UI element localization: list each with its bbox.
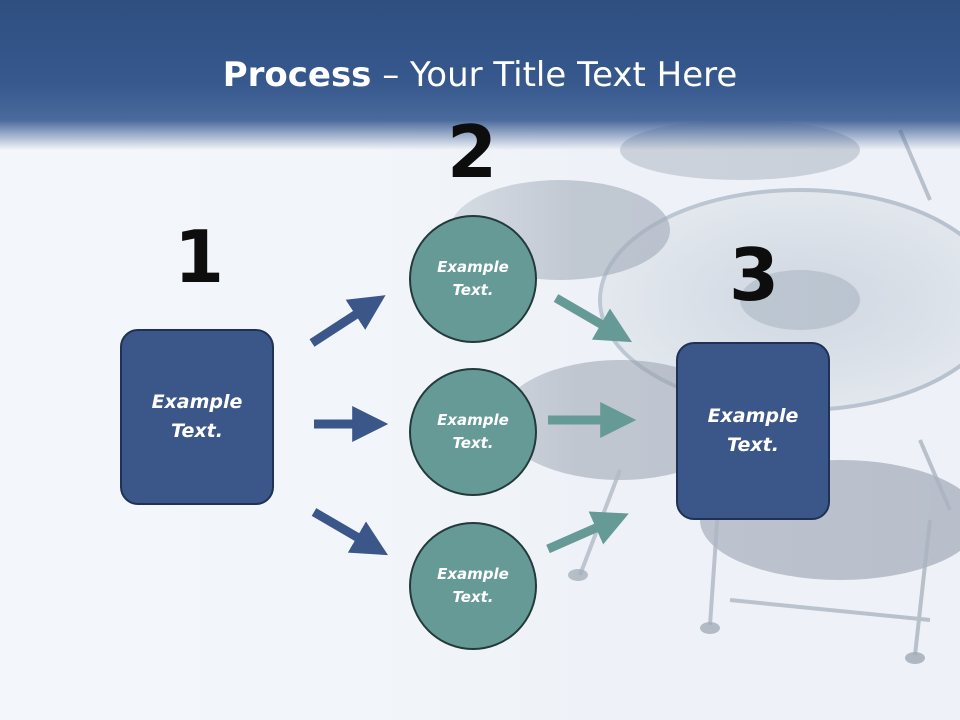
title-bar [0,0,960,150]
step-1-number: 1 [173,215,225,299]
step-3-text: Example Text. [707,405,799,456]
title-rest: – Your Title Text Here [371,55,738,95]
step-2-circle-top-text: Example Text. [437,258,509,299]
arrow-1-to-2-top [309,295,386,347]
arrow-2-top-to-3 [553,294,633,343]
step-2-number: 2 [446,110,498,194]
step-3-box[interactable]: Example Text. [676,342,830,520]
step-2-circle-middle-text: Example Text. [437,411,509,452]
title-bold: Process [222,55,372,95]
step-2-circle-top[interactable]: Example Text. [409,215,537,343]
step-2-circle-bottom[interactable]: Example Text. [409,522,537,650]
step-2-circle-bottom-text: Example Text. [437,565,509,606]
slide-title: Process – Your Title Text Here [0,52,960,98]
step-1-box[interactable]: Example Text. [120,329,274,505]
step-1-text: Example Text. [151,391,243,442]
step-3-number: 3 [728,233,780,317]
arrow-2-bottom-to-3 [546,511,629,554]
step-2-circle-middle[interactable]: Example Text. [409,368,537,496]
arrow-1-to-2-bottom [311,508,388,556]
